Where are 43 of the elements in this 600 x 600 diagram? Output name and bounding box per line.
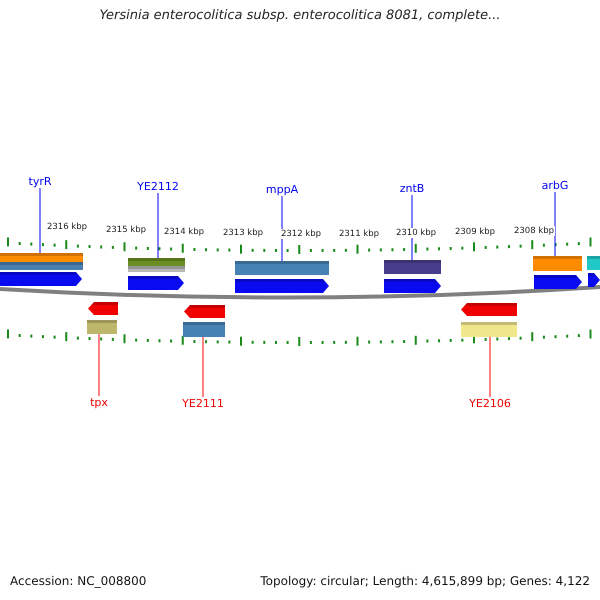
scale-label: 2313 kbp (222, 228, 264, 238)
gene-bar (587, 256, 600, 270)
scale-label: 2316 kbp (46, 222, 88, 232)
gene-name: arbG (542, 179, 568, 192)
gene-bar (128, 258, 185, 266)
footer-text: Topology: circular; Length: 4,615,899 bp; Genes: 4,122 (260, 574, 590, 588)
gene-bar (0, 253, 83, 262)
gene-bar (533, 256, 582, 271)
gene-feature (235, 279, 329, 293)
gene-bar (128, 266, 185, 272)
gene-name: tyrR (28, 175, 52, 188)
gene-feature (534, 275, 582, 289)
gene-feature (384, 279, 441, 293)
gene-bar (384, 260, 441, 274)
gene-feature (461, 303, 517, 316)
gene-feature (184, 305, 225, 318)
scale-label: 2310 kbp (394, 228, 438, 238)
scale-label: 2311 kbp (338, 229, 380, 239)
gene-bar (0, 262, 83, 270)
footer-text: Accession: NC_008800 (10, 574, 146, 588)
scale-label: 2312 kbp (280, 229, 322, 239)
leader-line (98, 334, 100, 396)
gene-feature (128, 276, 184, 290)
gene-name: YE2106 (469, 397, 511, 410)
scale-label: 2315 kbp (104, 225, 148, 235)
gene-feature (88, 302, 118, 315)
gene-bar (461, 322, 517, 337)
scale-label: 2314 kbp (162, 227, 206, 237)
leader-line (202, 336, 204, 398)
gene-name: tpx (90, 396, 108, 409)
scale-label: 2309 kbp (454, 227, 496, 237)
gene-name: YE2112 (137, 180, 179, 193)
gene-name: zntB (400, 182, 424, 195)
scale-label: 2308 kbp (512, 226, 556, 236)
gene-bar (87, 320, 117, 334)
gene-name: YE2111 (182, 397, 224, 410)
gene-feature (0, 272, 82, 286)
gene-bar (183, 322, 225, 337)
gene-name: mppA (266, 183, 298, 196)
gene-bar (235, 261, 329, 275)
leader-line (554, 192, 556, 256)
title: Yersinia enterocolitica subsp. enterocolitica 8081, complete... (99, 8, 501, 23)
gene-feature (588, 273, 600, 287)
